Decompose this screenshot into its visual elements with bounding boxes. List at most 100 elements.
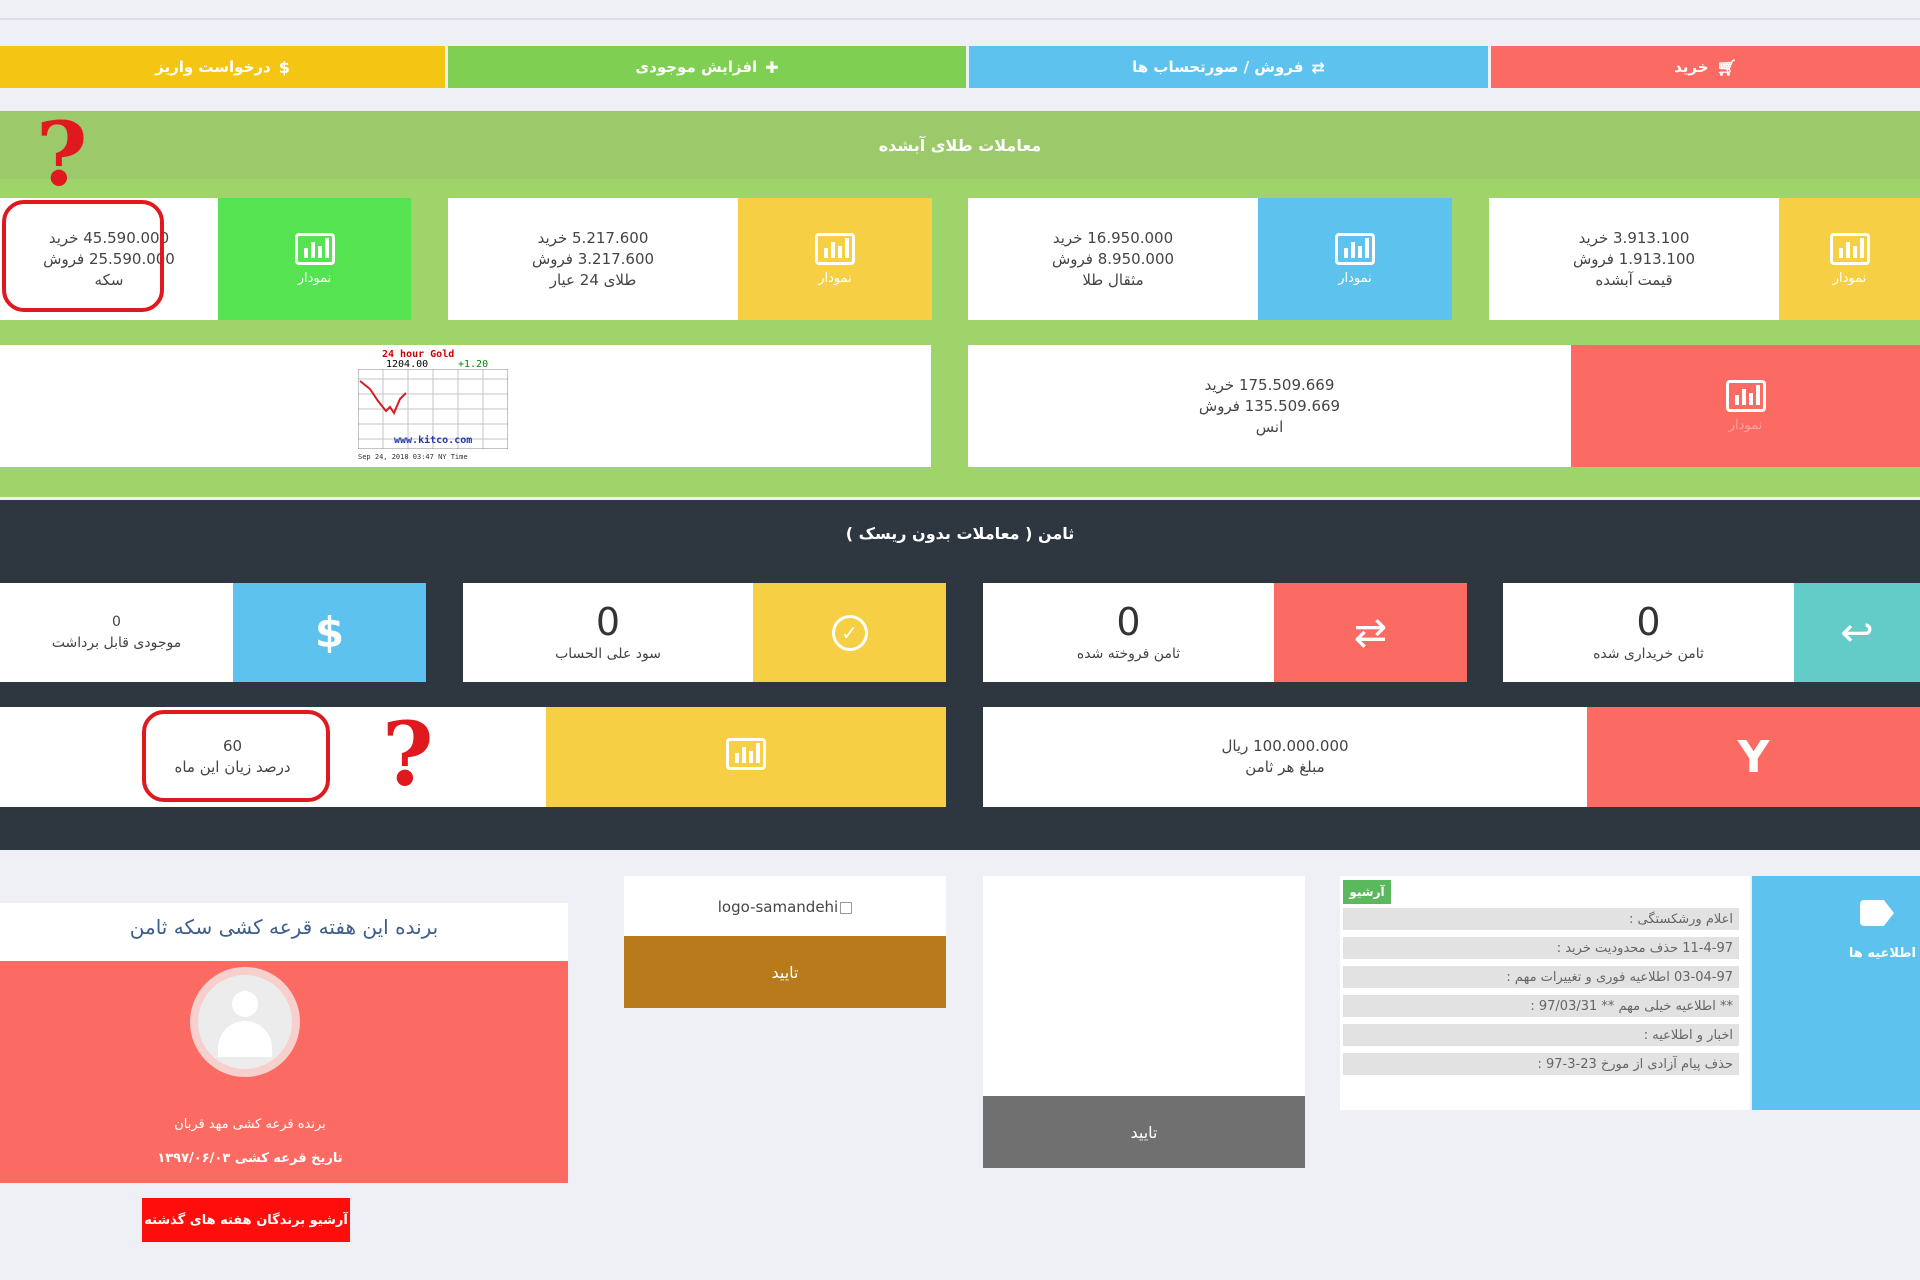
stat-text: 0 موجودی قابل برداشت xyxy=(0,583,233,682)
stat-icon-box: $ xyxy=(233,583,426,682)
gold-card-text: 16.950.000 خرید 8.950.000 فروش مثقال طلا xyxy=(968,198,1258,320)
bar-chart-icon xyxy=(1829,232,1870,265)
news-item[interactable]: اخبار و اطلاعیه : xyxy=(1343,1024,1739,1046)
chart-button-label: نمودار xyxy=(297,270,332,286)
gold-section-header: معاملات طلای آبشده xyxy=(0,111,1920,179)
chart-button-label: نمودار xyxy=(1728,417,1763,433)
buy-price: 3.913.100 خرید xyxy=(1578,228,1690,247)
news-item[interactable]: حذف پیام آزادی از مورخ 23-3-97 : xyxy=(1343,1053,1739,1075)
amount-value: 100.000.000 ریال xyxy=(1221,737,1349,755)
news-item[interactable]: اعلام ورشکستگی : xyxy=(1343,908,1739,930)
coin-card-highlight xyxy=(2,200,164,312)
chart-button[interactable]: نمودار xyxy=(1779,198,1920,320)
buy-price: 5.217.600 خرید xyxy=(537,228,649,247)
samandehi-confirm-button[interactable]: تایید xyxy=(624,936,946,1008)
stat-card-balance: 0 موجودی قابل برداشت $ xyxy=(0,583,426,682)
sell-price: 3.217.600 فروش xyxy=(531,249,655,268)
dollar-icon: $ xyxy=(314,608,345,657)
chart-button[interactable]: نمودار xyxy=(218,198,411,320)
news-item[interactable]: ** اطلاعیه خیلی مهم ** 97/03/31 : xyxy=(1343,995,1739,1017)
samandehi-logo-alt: logo-samandehi xyxy=(717,898,839,916)
stat-value: 0 xyxy=(1116,600,1141,644)
avatar-head xyxy=(232,991,258,1017)
news-archive-badge[interactable]: آرشیو xyxy=(1343,880,1391,904)
stat-value: 0 xyxy=(595,600,621,644)
news-heading: اطلاعیه ها xyxy=(1848,946,1916,961)
news-item[interactable]: 03-04-97 اطلاعیه فوری و تغییرات مهم : xyxy=(1343,966,1739,988)
item-name: مثقال طلا xyxy=(1082,270,1144,289)
increase-label: افزایش موجودی xyxy=(635,58,758,76)
cart-icon: 🛒︎ xyxy=(1716,57,1737,77)
question-mark-annotation: ? xyxy=(382,702,434,806)
sell-label: فروش / صورتحساب ها xyxy=(1132,58,1304,76)
lottery-body: برنده قرعه کشی مهد قربان تاریخ قرعه کشی … xyxy=(0,961,568,1183)
buy-price: 45.590.000 خرید xyxy=(48,228,170,247)
tag-icon xyxy=(1860,900,1894,926)
amount-icon-box: Y xyxy=(1587,707,1920,807)
stat-icon-box: ✓ xyxy=(753,583,946,682)
news-heading-box: اطلاعیه ها xyxy=(1752,876,1920,1110)
broken-image-icon xyxy=(840,901,853,914)
gold-section-title: معاملات طلای آبشده xyxy=(878,135,1042,155)
check-circle-icon: ✓ xyxy=(831,614,868,651)
chart-button-label: نمودار xyxy=(1338,270,1372,286)
avatar xyxy=(190,967,300,1077)
samandehi-panel: logo-samandehi تایید xyxy=(624,876,946,1008)
chart-button-label: نمودار xyxy=(1832,270,1867,286)
chart-button[interactable]: نمودار xyxy=(1258,198,1452,320)
loss-label: درصد زیان این ماه xyxy=(174,758,291,776)
chart-button[interactable]: نمودار xyxy=(738,198,932,320)
gold-card-molten: 3.913.100 خرید 1.913.100 فروش قیمت آبشده… xyxy=(1489,198,1920,320)
dollar-icon: $ xyxy=(278,57,290,77)
kitco-price: 1204.00 xyxy=(386,359,429,370)
buy-label: خرید xyxy=(1674,58,1709,76)
plus-icon: ✚ xyxy=(765,57,779,77)
bar-chart-icon xyxy=(815,232,855,265)
stat-icon-box: ⇄ xyxy=(1274,583,1467,682)
funnel-icon: Y xyxy=(1737,731,1770,783)
loss-chart-button[interactable] xyxy=(546,707,946,807)
top-divider xyxy=(0,18,1920,20)
chart-button[interactable]: نمودار xyxy=(1571,345,1920,467)
bar-chart-icon xyxy=(1335,232,1375,265)
risk-free-title: ثامن ( معاملات بدون ریسک ) xyxy=(845,523,1075,543)
amount-card: 100.000.000 ریال مبلغ هر ثامن Y xyxy=(983,707,1920,807)
lottery-winner: برنده قرعه کشی مهد قربان xyxy=(174,1117,326,1132)
kitco-title: 24 hour Gold xyxy=(382,349,455,360)
withdraw-label: درخواست واریز xyxy=(155,58,271,76)
sell-invoices-button[interactable]: ⇄ فروش / صورتحساب ها xyxy=(969,46,1488,88)
sell-price: 25.590.000 فروش xyxy=(43,249,175,268)
item-name: سکه xyxy=(94,270,124,289)
sell-price: 8.950.000 فروش xyxy=(1051,249,1175,268)
lottery-archive-button[interactable]: آرشیو برندگان هفته های گذشته xyxy=(142,1198,350,1242)
ounce-card: 175.509.669 خرید 135.509.669 فروش انس نم… xyxy=(968,345,1920,467)
kitco-chart-card: 24 hour Gold 1204.00 +1.20 www.kitco.com… xyxy=(0,345,931,467)
increase-balance-button[interactable]: ✚ افزایش موجودی xyxy=(448,46,966,88)
buy-price: 175.509.669 خرید xyxy=(1204,375,1335,394)
gold-card-text: 45.590.000 خرید 25.590.000 فروش سکه xyxy=(0,198,218,320)
withdraw-request-button[interactable]: $ درخواست واریز xyxy=(0,46,445,88)
avatar-body xyxy=(218,1021,272,1057)
blank-confirm-button[interactable]: تایید xyxy=(983,1096,1305,1168)
question-mark-annotation: ? xyxy=(36,102,88,206)
amount-label: مبلغ هر ثامن xyxy=(1245,758,1325,776)
ounce-card-text: 175.509.669 خرید 135.509.669 فروش انس xyxy=(968,345,1571,467)
stat-icon-box: ↩ xyxy=(1794,583,1920,682)
bar-chart-icon xyxy=(294,232,335,265)
amount-text: 100.000.000 ریال مبلغ هر ثامن xyxy=(983,707,1587,807)
exchange-icon: ⇄ xyxy=(1353,609,1388,656)
buy-price: 16.950.000 خرید xyxy=(1052,228,1174,247)
stat-card-profit: 0 سود علی الحساب ✓ xyxy=(463,583,946,682)
kitco-plot xyxy=(358,369,508,449)
samandehi-logo: logo-samandehi xyxy=(624,898,946,916)
lottery-date: تاریخ قرعه کشی ۱۳۹۷/۰۶/۰۳ xyxy=(157,1151,343,1166)
stat-label: سود علی الحساب xyxy=(555,646,661,662)
buy-button[interactable]: 🛒︎ خرید xyxy=(1491,46,1920,88)
stat-label: ثامن خریداری شده xyxy=(1593,646,1704,662)
news-item[interactable]: 11-4-97 حذف محدودیت خرید : xyxy=(1343,937,1739,959)
lottery-title: برنده این هفته قرعه کشی سکه ثامن xyxy=(129,915,439,939)
kitco-chart: 24 hour Gold 1204.00 +1.20 www.kitco.com… xyxy=(338,349,522,465)
exchange-icon: ⇄ xyxy=(1311,57,1325,77)
kitco-date: Sep 24, 2018 03:47 NY Time xyxy=(358,453,468,461)
stat-card-bought: 0 ثامن خریداری شده ↩ xyxy=(1503,583,1920,682)
